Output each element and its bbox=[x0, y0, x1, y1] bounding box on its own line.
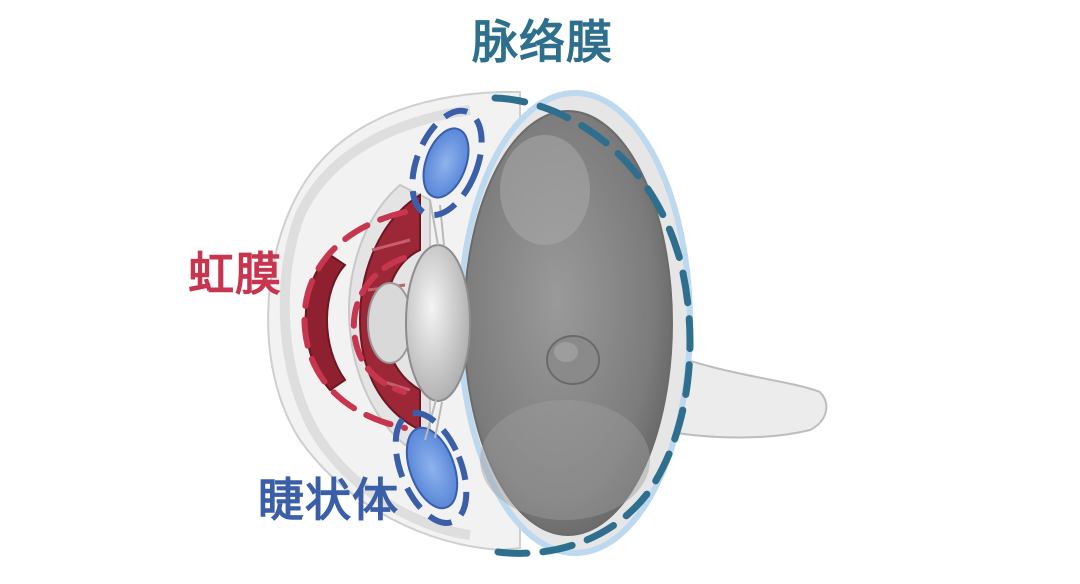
choroid-dashed-outline bbox=[491, 94, 694, 557]
iris-dashed-outline-outer bbox=[301, 209, 408, 431]
retina-highlight bbox=[500, 135, 590, 245]
ciliary-body-lower bbox=[405, 426, 459, 510]
iris-dashed-outline-inner bbox=[350, 255, 407, 395]
iris-label: 虹膜 bbox=[188, 247, 282, 301]
retina-lower-shade bbox=[480, 400, 650, 520]
sclera-inner-shade bbox=[279, 105, 471, 540]
lens bbox=[405, 244, 471, 402]
ciliary-body-label: 睫状体 bbox=[258, 473, 399, 527]
ciliary-dashed-outline-upper bbox=[409, 107, 485, 219]
optic-nerve bbox=[659, 348, 828, 439]
ciliary-body-upper bbox=[422, 127, 470, 199]
ciliary-dashed-outline-lower bbox=[392, 410, 470, 526]
choroid-label: 脉络膜 bbox=[472, 15, 613, 69]
